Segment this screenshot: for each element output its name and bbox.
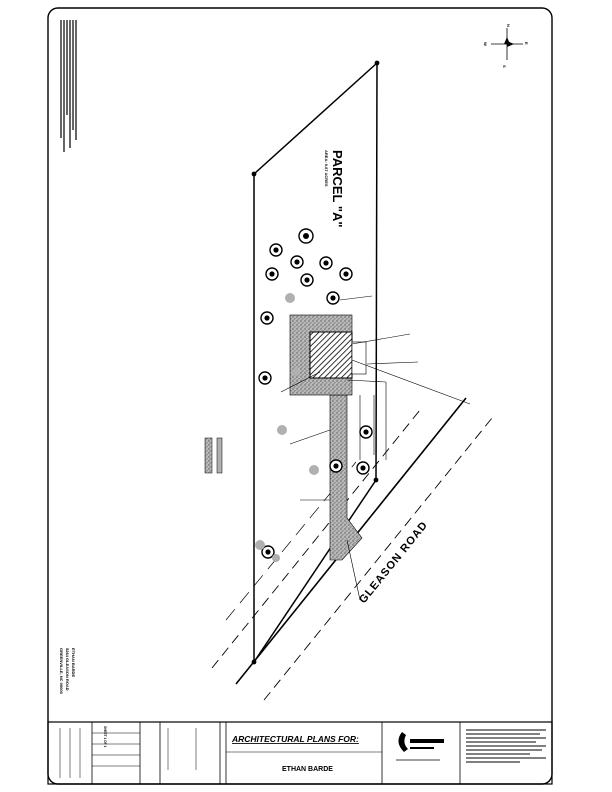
project-address-line2: GREENVILLE, NC 00000 <box>59 648 64 695</box>
project-address-line1: 5264 GLEASON ROAD <box>65 648 70 691</box>
tree <box>298 228 314 244</box>
trees <box>255 228 373 562</box>
tree <box>285 293 295 303</box>
title-block-client: ETHAN BARDE <box>282 766 333 773</box>
compass-e: E <box>524 42 529 45</box>
tree <box>339 267 353 281</box>
general-notes <box>60 20 77 152</box>
road-name: GLEASON ROAD <box>357 519 430 606</box>
gravel-driveway <box>329 394 363 561</box>
legend-tree-swatch <box>216 437 223 474</box>
tree <box>292 368 300 376</box>
title-block-heading: ARCHITECTURAL PLANS FOR: <box>231 734 359 744</box>
tree <box>261 545 275 559</box>
parcel-area: AREA: 0.87 ACRES <box>324 150 329 187</box>
tree <box>309 465 319 475</box>
tree <box>300 273 314 287</box>
tree <box>329 459 343 473</box>
compass-s: S <box>502 65 507 68</box>
house-footprint <box>309 331 353 379</box>
title-block-sheet: SHEET 1 OF 1 <box>103 726 107 747</box>
compass-n: N <box>506 24 511 27</box>
legend <box>204 437 223 474</box>
tree <box>258 371 272 385</box>
compass-w: W <box>483 42 488 46</box>
tree <box>356 461 370 475</box>
tree <box>319 256 333 270</box>
porch <box>351 341 367 375</box>
project-name: ETHAN BARDE <box>71 648 76 677</box>
firm-logo <box>396 732 444 761</box>
tree <box>290 255 304 269</box>
tree <box>272 554 280 562</box>
tree <box>260 311 274 325</box>
tree <box>326 291 340 305</box>
firm-notes <box>466 729 546 763</box>
leader-lines <box>280 295 471 601</box>
tree <box>269 243 283 257</box>
tree <box>277 425 287 435</box>
parcel-name: PARCEL "A" <box>330 150 345 228</box>
tree <box>265 267 279 281</box>
north-arrow: N S E W <box>483 24 529 68</box>
tree <box>255 540 265 550</box>
title-block: ARCHITECTURAL PLANS FOR: ETHAN BARDE SHE… <box>47 721 553 785</box>
legend-gravel-swatch <box>204 437 213 474</box>
sheet-border <box>47 7 553 785</box>
tree <box>359 425 373 439</box>
